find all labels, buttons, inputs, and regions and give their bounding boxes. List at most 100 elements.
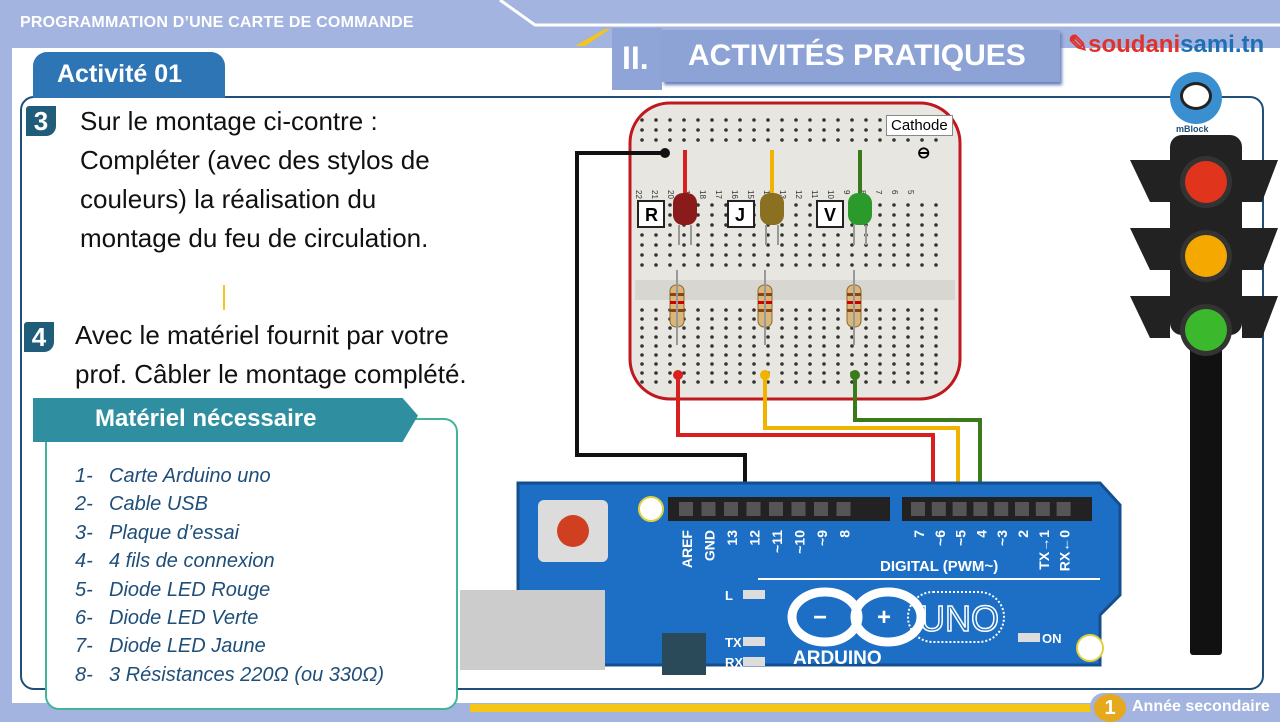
breadboard-hole [920, 223, 924, 227]
breadboard-hole [920, 213, 924, 217]
breadboard-hole [738, 335, 742, 339]
year-number: 1 [1094, 694, 1126, 722]
step-4-text: Avec le matériel fournit par votre prof.… [75, 316, 467, 394]
breadboard-hole [696, 243, 700, 247]
breadboard-hole [668, 344, 672, 348]
breadboard-hole [766, 253, 770, 257]
breadboard-hole [836, 326, 840, 330]
breadboard-hole [808, 213, 812, 217]
breadboard-hole [892, 253, 896, 257]
led [760, 193, 784, 225]
lamp [1185, 235, 1227, 277]
header-pin [701, 502, 716, 516]
breadboard-hole [696, 317, 700, 321]
breadboard-hole [864, 335, 868, 339]
breadboard-hole [864, 317, 868, 321]
breadboard-hole [906, 371, 910, 375]
breadboard-hole [696, 344, 700, 348]
breadboard-hole [682, 263, 686, 267]
breadboard-hole [682, 233, 686, 237]
column-number: 13 [778, 190, 787, 199]
breadboard-hole [696, 326, 700, 330]
breadboard-hole [668, 138, 672, 142]
material-item: 4-4 fils de connexion [75, 547, 384, 575]
breadboard-hole [892, 362, 896, 366]
breadboard-hole [724, 308, 728, 312]
breadboard-hole [640, 263, 644, 267]
breadboard-hole [878, 362, 882, 366]
breadboard-hole [864, 380, 868, 384]
breadboard-hole [696, 253, 700, 257]
board-led [743, 657, 765, 666]
breadboard-hole [640, 233, 644, 237]
breadboard-hole [738, 118, 742, 122]
breadboard-hole [794, 308, 798, 312]
material-item: 2-Cable USB [75, 490, 384, 518]
breadboard-hole [794, 380, 798, 384]
breadboard-hole [892, 223, 896, 227]
usb-port [460, 590, 605, 670]
breadboard-hole [654, 371, 658, 375]
breadboard-hole [934, 317, 938, 321]
board-led [1018, 633, 1040, 642]
breadboard-hole [864, 326, 868, 330]
breadboard-hole [710, 128, 714, 132]
breadboard-hole [906, 353, 910, 357]
breadboard-hole [640, 317, 644, 321]
material-label: Diode LED Rouge [109, 578, 271, 601]
breadboard-hole [640, 326, 644, 330]
breadboard-hole [794, 203, 798, 207]
step-line: Avec le matériel fournit par votre [75, 320, 449, 350]
digital-label: DIGITAL (PWM~) [880, 558, 998, 575]
led [848, 193, 872, 225]
pin-label: 8 [837, 530, 853, 538]
course-title: PROGRAMMATION D’UNE CARTE DE COMMANDE [20, 14, 414, 31]
breadboard-hole [668, 253, 672, 257]
breadboard-hole [920, 138, 924, 142]
header-pin [931, 502, 946, 516]
breadboard-hole [752, 371, 756, 375]
breadboard-hole [906, 138, 910, 142]
breadboard-hole [724, 203, 728, 207]
breadboard-hole [710, 371, 714, 375]
breadboard-hole [920, 308, 924, 312]
arduino-brand: ARDUINO [793, 648, 882, 669]
breadboard-hole [710, 308, 714, 312]
on-label: ON [1042, 631, 1062, 646]
breadboard-hole [794, 344, 798, 348]
breadboard-hole [640, 253, 644, 257]
column-number: 15 [746, 190, 755, 199]
breadboard-hole [724, 223, 728, 227]
breadboard-hole [822, 253, 826, 257]
led [673, 193, 697, 225]
breadboard-hole [654, 253, 658, 257]
breadboard-hole [696, 213, 700, 217]
breadboard-hole [682, 371, 686, 375]
breadboard-hole [934, 203, 938, 207]
breadboard-hole [822, 138, 826, 142]
breadboard-hole [780, 344, 784, 348]
breadboard-hole [640, 362, 644, 366]
breadboard-hole [906, 233, 910, 237]
breadboard-hole [738, 353, 742, 357]
step-line: Compléter (avec des stylos de [80, 145, 430, 175]
breadboard-hole [668, 128, 672, 132]
breadboard-hole [906, 344, 910, 348]
breadboard-hole [906, 326, 910, 330]
lamp [1185, 161, 1227, 203]
breadboard-hole [864, 118, 868, 122]
breadboard-hole [906, 308, 910, 312]
breadboard-hole [640, 128, 644, 132]
material-label: 4 fils de connexion [109, 550, 275, 573]
breadboard-hole [878, 335, 882, 339]
breadboard-hole [864, 353, 868, 357]
breadboard-hole [780, 353, 784, 357]
breadboard-hole [920, 233, 924, 237]
breadboard-hole [696, 128, 700, 132]
breadboard-hole [668, 380, 672, 384]
breadboard-hole [668, 223, 672, 227]
uno-model: UNO [919, 598, 999, 639]
breadboard-hole [710, 380, 714, 384]
breadboard-hole [752, 128, 756, 132]
header-pin [1056, 502, 1071, 516]
